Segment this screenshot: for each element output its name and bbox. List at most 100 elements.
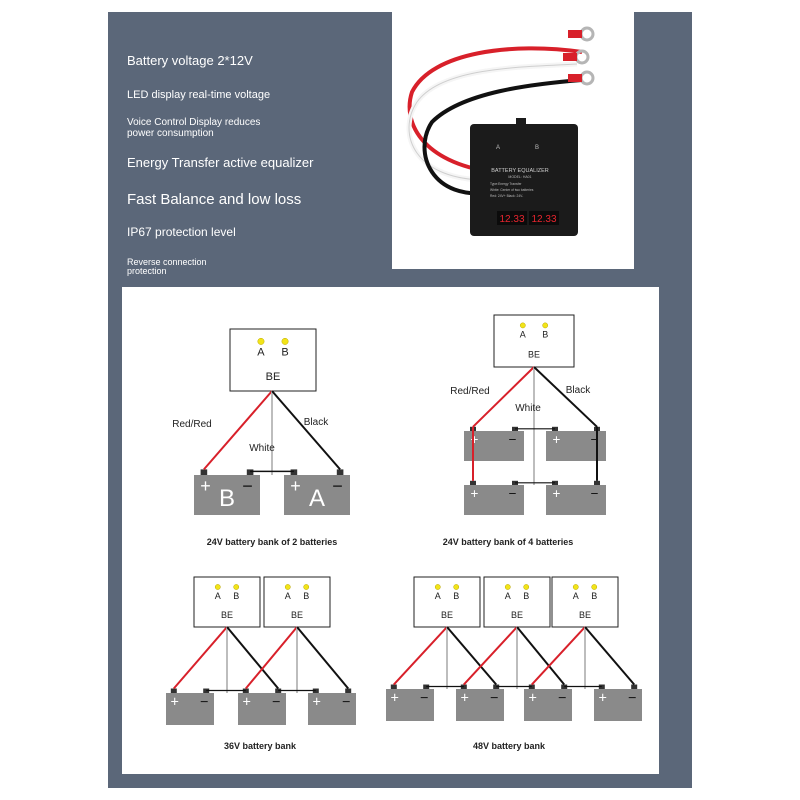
d1-be-box — [229, 328, 317, 392]
feature-led-display: LED display real-time voltage — [127, 89, 271, 101]
d3-be2-be-label: BE — [291, 610, 303, 620]
d1-black-wire — [271, 390, 341, 471]
d2-wire-white-label: White — [515, 403, 541, 414]
d2-b3-terminal-pos — [470, 480, 476, 485]
d4-black-wire-3 — [584, 626, 635, 686]
device-label-type: Type:Energy Transfer — [490, 182, 522, 186]
d3-be1-led-b — [233, 584, 240, 590]
d4-be3-led-b-label: B — [591, 591, 597, 601]
d3-be1-be-box — [193, 576, 261, 628]
d4-be2-led-a-label: A — [505, 591, 511, 601]
d3-b2-plus-sign: + — [243, 695, 251, 711]
d2-black-wire — [533, 366, 598, 428]
black-wire — [422, 78, 583, 196]
d1-red-wire — [203, 390, 273, 471]
d1-wire-white-label: White — [249, 443, 275, 454]
device-port-a: A — [496, 145, 500, 151]
d4-b3-plus-sign: + — [529, 691, 537, 707]
d3-be2-led-a — [284, 584, 291, 590]
terminal-sleeve-3 — [568, 74, 582, 82]
d4-b4-battery — [594, 689, 642, 721]
display-a-value: 12.33 — [499, 214, 524, 225]
product-photo: A B BATTERY EQUALIZER MODEL: HA01 Type:E… — [392, 12, 634, 269]
d3-b3-battery — [308, 693, 356, 725]
ring-terminal-3 — [579, 70, 595, 86]
d1-led-a — [257, 337, 265, 345]
d3-caption: 36V battery bank — [224, 741, 297, 751]
equalizer-photo-svg: A B BATTERY EQUALIZER MODEL: HA01 Type:E… — [406, 26, 595, 236]
d4-be1-led-b-label: B — [453, 591, 459, 601]
d1-led-a-label: A — [257, 346, 265, 358]
d3-b2-battery — [238, 693, 286, 725]
d4-be1-led-a — [434, 584, 441, 590]
d4-b1-battery — [386, 689, 434, 721]
device-label-white: White: Center of two batteries — [490, 188, 534, 192]
d4-be1-be-box — [413, 576, 481, 628]
d3-b1-plus-sign: + — [171, 695, 179, 711]
d3-be2-be-box — [263, 576, 331, 628]
feature-fast-balance: Fast Balance and low loss — [127, 191, 302, 208]
d1-b1-battery — [194, 475, 260, 515]
d3-black-wire-2 — [296, 626, 349, 690]
d4-be2-led-a — [504, 584, 511, 590]
feature-reverse-protection: Reverse connection protection — [127, 257, 207, 277]
d4-b2-plus-sign: + — [461, 691, 469, 707]
ring-terminal-1 — [579, 26, 595, 42]
terminal-sleeve-1 — [568, 30, 582, 38]
d1-b1-terminal-pos — [200, 469, 208, 475]
d1-led-b-label: B — [281, 346, 288, 358]
feature-energy-transfer: Energy Transfer active equalizer — [127, 155, 314, 170]
d4-be2-be-label: BE — [511, 610, 523, 620]
d4-black-wire-2 — [516, 626, 565, 686]
d1-caption: 24V battery bank of 2 batteries — [207, 537, 338, 547]
terminal-sleeve-2 — [563, 53, 577, 61]
d4-be3-led-b — [591, 584, 598, 590]
d4-red-wire-2 — [463, 626, 518, 686]
d4-b1-terminal-pos — [390, 684, 397, 689]
d3-red-wire-2 — [245, 626, 298, 690]
white-wire-edge — [408, 63, 578, 181]
d2-wire-red-label: Red/Red — [450, 386, 489, 397]
d4-be3-be-box — [551, 576, 619, 628]
equalizer-device — [470, 124, 578, 236]
d2-wire-black-label: Black — [566, 385, 591, 396]
d3-b1-terminal-pos — [170, 688, 177, 693]
d4-be3-be-label: BE — [579, 610, 591, 620]
d3-b3-plus-sign: + — [313, 695, 321, 711]
d4-be2-be-box — [483, 576, 551, 628]
d3-red-wire-1 — [173, 626, 228, 690]
d2-caption: 24V battery bank of 4 batteries — [443, 537, 574, 547]
d4-b4-terminal-neg — [631, 684, 638, 689]
d2-b1-minus-sign: − — [509, 432, 517, 447]
device-tab — [516, 118, 526, 126]
d2-b4-minus-sign: − — [591, 486, 599, 501]
d2-b2-minus-sign: − — [591, 432, 599, 447]
device-label-title: BATTERY EQUALIZER — [491, 168, 548, 174]
d4-red-wire-1 — [393, 626, 448, 686]
d3-b2-minus-sign: − — [272, 695, 280, 711]
d1-b1-minus-sign: − — [242, 476, 253, 496]
d4-b1-plus-sign: + — [391, 691, 399, 707]
device-port-b: B — [535, 145, 539, 151]
d1-be-label: BE — [266, 371, 281, 383]
d3-b3-terminal-neg — [345, 688, 352, 693]
d2-b2-plus-sign: + — [552, 432, 560, 447]
d2-led-a — [519, 322, 526, 329]
d3-be1-led-a-label: A — [215, 591, 221, 601]
d1-b1-battery-letter: B — [219, 485, 235, 512]
d3-be2-led-a-label: A — [285, 591, 291, 601]
red-wire — [407, 46, 583, 174]
d4-black-wire-1 — [446, 626, 497, 686]
d4-b3-minus-sign: − — [558, 691, 566, 707]
d2-b4-terminal-neg — [594, 480, 600, 485]
d2-b4-plus-sign: + — [552, 486, 560, 501]
d1-b2-battery — [284, 475, 350, 515]
d2-led-b — [542, 322, 549, 329]
feature-voice-control: Voice Control Display reduces power cons… — [127, 117, 261, 139]
d2-b4-battery — [546, 485, 606, 515]
d2-b3-plus-sign: + — [470, 486, 478, 501]
display-b-value: 12.33 — [531, 214, 556, 225]
